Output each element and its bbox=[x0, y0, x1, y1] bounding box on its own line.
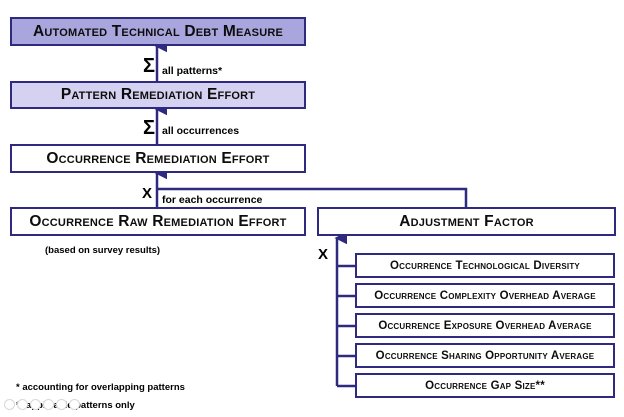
footnote-overlapping: * accounting for overlapping patterns bbox=[16, 382, 185, 393]
pattern-remediation-effort-box: Pattern Remediation Effort bbox=[10, 81, 306, 109]
adjustment-factor-box: Adjustment Factor bbox=[317, 207, 616, 236]
survey-note: (based on survey results) bbox=[45, 245, 161, 256]
factor-label: Occurrence Exposure Overhead Average bbox=[378, 319, 592, 332]
line-adj-to-ore bbox=[157, 187, 468, 207]
nav-zoom-button[interactable] bbox=[56, 399, 67, 410]
nav-view-button[interactable] bbox=[43, 399, 54, 410]
technical-debt-measure-label: Automated Technical Debt Measure bbox=[32, 22, 284, 40]
occurrence-remediation-effort-label: Occurrence Remediation Effort bbox=[46, 149, 270, 167]
pattern-remediation-effort-label: Pattern Remediation Effort bbox=[60, 86, 256, 103]
for-each-occurrence-label: for each occurrence bbox=[162, 194, 263, 206]
factor-box: Occurrence Gap Size** bbox=[355, 373, 615, 398]
all-occurrences-label: all occurrences bbox=[162, 125, 240, 137]
sum-operator-occurrences: Σ bbox=[143, 117, 156, 139]
occurrence-raw-remediation-effort-label: Occurrence Raw Remediation Effort bbox=[29, 212, 287, 230]
nav-options-button[interactable] bbox=[69, 399, 80, 410]
factor-box: Occurrence Technological Diversity bbox=[355, 253, 615, 278]
technical-debt-measure-box: Automated Technical Debt Measure bbox=[10, 17, 306, 46]
factor-box: Occurrence Complexity Overhead Average bbox=[355, 283, 615, 308]
nav-back-button[interactable] bbox=[4, 399, 15, 410]
multiply-operator-occurrence: X bbox=[142, 185, 153, 202]
nav-forward-button[interactable] bbox=[17, 399, 28, 410]
occurrence-raw-remediation-effort-box: Occurrence Raw Remediation Effort bbox=[10, 207, 306, 236]
adjustment-factor-label: Adjustment Factor bbox=[399, 212, 534, 230]
factor-label: Occurrence Technological Diversity bbox=[390, 259, 580, 272]
all-patterns-label: all patterns* bbox=[162, 65, 223, 77]
factor-label: Occurrence Complexity Overhead Average bbox=[374, 289, 596, 302]
multiply-operator-factors: X bbox=[318, 246, 329, 263]
factor-box: Occurrence Sharing Opportunity Average bbox=[355, 343, 615, 368]
factor-box: Occurrence Exposure Overhead Average bbox=[355, 313, 615, 338]
occurrence-remediation-effort-box: Occurrence Remediation Effort bbox=[10, 144, 306, 173]
factor-label: Occurrence Sharing Opportunity Average bbox=[375, 349, 595, 362]
sum-operator-patterns: Σ bbox=[143, 55, 156, 77]
nav-pen-button[interactable] bbox=[30, 399, 41, 410]
factor-label: Occurrence Gap Size** bbox=[425, 379, 545, 392]
slide-navigation bbox=[4, 399, 80, 410]
